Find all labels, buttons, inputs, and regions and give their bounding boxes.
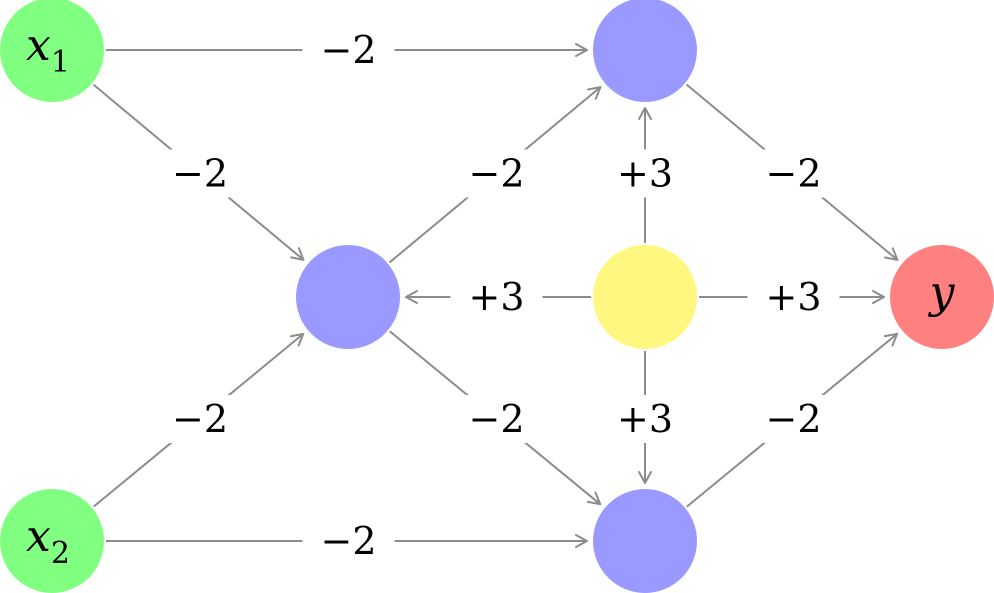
edge-label-bg [599, 149, 691, 198]
arrow-head-icon [883, 332, 899, 347]
arrow-head-icon [290, 247, 305, 261]
node-top [593, 0, 697, 102]
edge-bias-bottom: +3 [599, 351, 691, 484]
hidden-node-circle [593, 489, 697, 593]
edge-top-y: −2 [685, 83, 899, 261]
arrow-head-icon [638, 471, 652, 484]
edge-x1-h1: −2 [92, 83, 305, 261]
edge-label-bg [747, 149, 840, 198]
input-node-circle [0, 489, 104, 593]
node-h1 [296, 245, 400, 349]
edge-weight-label: −2 [765, 397, 821, 441]
edge-bias-h1: +3 [405, 273, 591, 321]
edge-weight-label: −2 [172, 397, 228, 441]
edge-label-bg [747, 273, 840, 321]
edge-weight-label: −2 [468, 397, 524, 441]
edge-weight-label: −2 [468, 152, 524, 196]
edge-x1-top: −2 [106, 26, 588, 74]
node-label: x2 [26, 511, 70, 571]
arrow-head-icon [575, 43, 588, 57]
edge-label-bg [450, 149, 543, 198]
edge-label-bg [302, 26, 395, 74]
edge-weight-label: +3 [617, 152, 673, 196]
edge-weight-label: −2 [320, 28, 376, 72]
edge-weight-label: −2 [765, 152, 821, 196]
node-label: y [928, 267, 956, 318]
arrow-head-icon [586, 491, 602, 506]
node-label: x1 [26, 20, 70, 80]
hidden-node-circle [593, 0, 697, 102]
edge-weight-label: +3 [468, 275, 524, 319]
node-x2: x2 [0, 489, 104, 593]
node-label-subscript: 1 [51, 45, 70, 80]
edge-label-bg [154, 395, 246, 443]
edge-weight-label: +3 [765, 275, 821, 319]
edge-weight-label: −2 [172, 152, 228, 196]
edge-x2-bottom: −2 [106, 517, 588, 565]
node-x1: x1 [0, 0, 104, 102]
edge-label-bg [450, 395, 543, 443]
arrow-head-icon [575, 534, 588, 548]
node-label-main: y [928, 267, 956, 318]
arrow-head-icon [289, 332, 305, 347]
edge-label-bg [747, 395, 840, 443]
hidden-node-circle [296, 245, 400, 349]
edge-bias-top: +3 [599, 107, 691, 243]
arrow-head-icon [587, 86, 602, 100]
edge-x2-h1: −2 [93, 332, 305, 508]
input-node-circle [0, 0, 104, 102]
edge-label-bg [599, 395, 691, 443]
node-bias [593, 245, 697, 349]
edge-weight-label: +3 [617, 397, 673, 441]
edge-bottom-y: −2 [686, 332, 899, 508]
edge-label-bg [302, 517, 395, 565]
edge-bias-y: +3 [699, 273, 885, 321]
node-label-main: x [26, 511, 51, 562]
edge-label-bg [450, 273, 543, 321]
edge-weight-label: −2 [320, 519, 376, 563]
node-label-subscript: 2 [51, 536, 70, 571]
arrow-head-icon [405, 290, 418, 304]
node-bottom [593, 489, 697, 593]
arrow-head-icon [872, 290, 885, 304]
arrow-head-icon [638, 107, 652, 120]
node-y: y [890, 245, 994, 349]
node-label-main: x [26, 20, 51, 71]
arrow-head-icon [884, 247, 899, 261]
edge-h1-bottom: −2 [389, 330, 602, 506]
edge-h1-top: −2 [388, 86, 602, 264]
bias-node-circle [593, 245, 697, 349]
edge-label-bg [154, 149, 246, 198]
output-node-circle [890, 245, 994, 349]
